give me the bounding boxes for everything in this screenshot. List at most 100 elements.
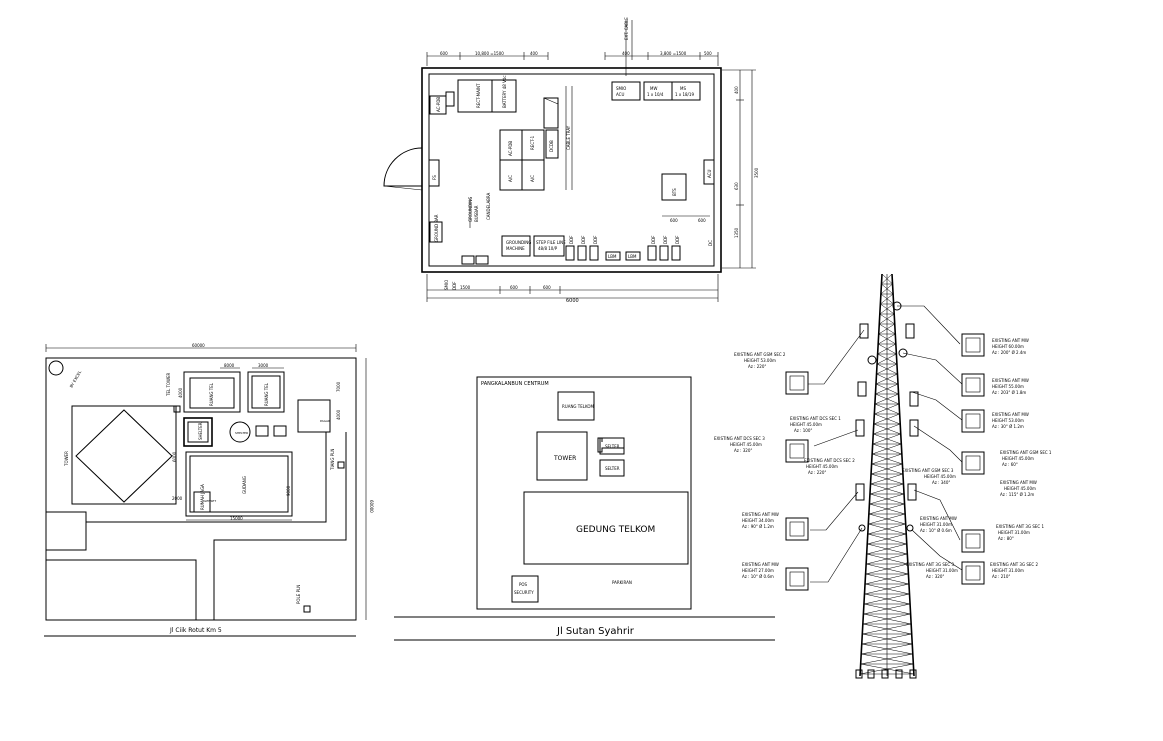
svg-text:EXISTING ANT GSM SEC 1: EXISTING ANT GSM SEC 1 xyxy=(1000,450,1052,455)
acu-top-label: ACU xyxy=(616,92,624,97)
dim-3000: 3000 xyxy=(258,363,269,368)
gudang-label: GUDANG xyxy=(242,476,247,494)
layout-tower-block xyxy=(536,431,588,481)
ant-label-right-8: EXISTING ANT 3G SEC 1 HEIGHT 31.00m Az :… xyxy=(996,524,1044,541)
dim-top-left-2: 10,800 =1500 xyxy=(475,51,504,56)
svg-text:Az : 210°: Az : 210° xyxy=(992,574,1010,579)
ant-label-right-10: EXISTING ANT 3G SEC 2 HEIGHT 31.00m Az :… xyxy=(990,562,1038,579)
ruang-tel-1 xyxy=(189,377,235,409)
site-width-dim: 60000 xyxy=(192,343,205,348)
ac-pdb-2-label: AC-PDB xyxy=(508,141,513,156)
dim-8000: 8000 xyxy=(224,363,235,368)
svg-text:HEIGHT 45.00m: HEIGHT 45.00m xyxy=(730,442,762,447)
rack-label-2: DDF xyxy=(581,235,586,244)
dim-top-left-3: 400 xyxy=(530,51,538,56)
svg-text:GROUNDING: GROUNDING xyxy=(506,240,531,245)
top-label-1: SMIO xyxy=(616,86,626,91)
svg-text:EXISTING ANT DCS SEC 3: EXISTING ANT DCS SEC 3 xyxy=(714,436,765,441)
svg-text:600: 600 xyxy=(670,218,678,223)
rack-label-5: DDF xyxy=(663,235,668,244)
selter-1-label: SELTER xyxy=(605,444,620,449)
tiang-pln-label: TIANG PLN xyxy=(330,449,335,471)
svg-text:Az : 10° Ø 0.6m: Az : 10° Ø 0.6m xyxy=(742,574,774,579)
ant-label-right-2: EXISTING ANT MW HEIGHT 55.00m Az : 203° … xyxy=(992,378,1029,395)
site-plan: 60000 60000 Jl Ciik Rotut Km 5 TOWER BY … xyxy=(44,343,374,637)
dim-bottom-3: 600 xyxy=(543,285,551,290)
site-road-label: Jl Ciik Rotut Km 5 xyxy=(169,627,222,634)
shelter-label-2: SHELTER xyxy=(235,431,248,435)
battery-block xyxy=(491,79,517,113)
svg-text:Az : 90° Ø 1.2m: Az : 90° Ø 1.2m xyxy=(742,524,774,529)
svg-text:Az : 10° Ø 0.6m: Az : 10° Ø 0.6m xyxy=(920,528,952,533)
svg-text:HEIGHT 60.00m: HEIGHT 60.00m xyxy=(992,344,1024,349)
selter-2-label: SELTER xyxy=(605,466,620,471)
ant-label-left-3: EXISTING ANT DCS SEC 3 HEIGHT 45.00m Az … xyxy=(714,436,765,453)
parkir-label: PARKIRAN xyxy=(612,580,632,585)
rack-label-6: DDF xyxy=(675,235,680,244)
svg-text:Az : 80°: Az : 80° xyxy=(998,536,1014,541)
ddf-bottom-label: DDF xyxy=(452,281,457,290)
ms-bottom-label: SMIO xyxy=(444,280,449,290)
pos-security-block xyxy=(511,575,539,603)
dim-right-2: 630 xyxy=(734,182,739,190)
ant-label-left-1: EXISTING ANT GSM SEC 2 HEIGHT 53.00m Az … xyxy=(734,352,786,369)
rack-label-1: DDF xyxy=(569,235,574,244)
layout-title: PANGKALANBUN CENTRUM xyxy=(481,381,549,387)
lbm-2: LBM xyxy=(628,254,637,259)
dim-top-left-1: 600 xyxy=(440,51,448,56)
ac2-label: A/C xyxy=(530,175,535,182)
svg-text:EXISTING ANT DCS SEC 2: EXISTING ANT DCS SEC 2 xyxy=(804,458,855,463)
svg-text:EXISTING ANT GSM SEC 2: EXISTING ANT GSM SEC 2 xyxy=(734,352,786,357)
svg-text:HEIGHT 31.00m: HEIGHT 31.00m xyxy=(920,522,952,527)
pagar-label: PAGAR xyxy=(320,419,330,423)
svg-text:EXISTING ANT MW: EXISTING ANT MW xyxy=(1000,480,1037,485)
gedung-telkom-label: GEDUNG TELKOM xyxy=(576,525,655,535)
ant-label-left-4: EXISTING ANT DCS SEC 2 HEIGHT 45.00m Az … xyxy=(804,458,855,475)
ant-label-right-6: EXISTING ANT MW HEIGHT 45.00m Az : 115° … xyxy=(1000,480,1037,497)
shelter-room-plan: 600 10,800 =1500 400 400 3,800 =1500 500… xyxy=(383,17,759,304)
dim-right-1: 400 xyxy=(734,86,739,94)
site-boundary xyxy=(45,357,357,621)
step-file-block xyxy=(533,235,565,257)
dim-top-right-3: 500 xyxy=(704,51,712,56)
ant-label-right-3: EXISTING ANT MW HEIGHT 53.00m Az : 30° Ø… xyxy=(992,412,1029,429)
dim-2000: 2000 xyxy=(172,496,183,501)
ms-label: MS xyxy=(680,86,686,91)
svg-text:HEIGHT 45.00m: HEIGHT 45.00m xyxy=(790,422,822,427)
genset-block xyxy=(45,511,87,551)
svg-text:EXISTING ANT 3G SEC 3: EXISTING ANT 3G SEC 3 xyxy=(906,562,954,567)
pagar-dim: 4000 xyxy=(336,409,341,420)
dc-label: DC xyxy=(708,240,713,246)
ant-label-right-7: EXISTING ANT MW HEIGHT 31.00m Az : 10° Ø… xyxy=(920,516,957,533)
svg-text:HEIGHT 45.00m: HEIGHT 45.00m xyxy=(806,464,838,469)
ant-label-left-6: EXISTING ANT MW HEIGHT 27.00m Az : 10° Ø… xyxy=(742,562,779,579)
dim-bottom-1: 1500 xyxy=(460,285,471,290)
gudang-block xyxy=(189,455,289,513)
rumah-jaga-label: RUMAH JAGA xyxy=(200,484,205,510)
svg-text:HEIGHT 53.00m: HEIGHT 53.00m xyxy=(744,358,776,363)
grounding-busbar-label: BUSBAR xyxy=(474,205,479,222)
svg-text:EXISTING ANT GSM SEC 3: EXISTING ANT GSM SEC 3 xyxy=(902,468,954,473)
mw-line2: 1 x 18/19 xyxy=(675,92,694,97)
svg-text:Az : 220°: Az : 220° xyxy=(748,364,766,369)
ac1-label: A/C xyxy=(508,175,513,182)
candelabra-label: CANDELABRA xyxy=(486,192,491,220)
svg-text:HEIGHT 31.00m: HEIGHT 31.00m xyxy=(926,568,958,573)
svg-text:HEIGHT 55.00m: HEIGHT 55.00m xyxy=(992,384,1024,389)
svg-text:600: 600 xyxy=(698,218,706,223)
ruang-telkom-label: RUANG TELKOM xyxy=(562,404,595,409)
tower-footprint xyxy=(71,405,177,505)
svg-text:EXISTING ANT 3G SEC 1: EXISTING ANT 3G SEC 1 xyxy=(996,524,1044,529)
svg-text:Az : 200° Ø 2.4m: Az : 200° Ø 2.4m xyxy=(992,350,1026,355)
ant-label-right-5: EXISTING ANT GSM SEC 3 HEIGHT 45.00m Az … xyxy=(902,468,956,485)
svg-text:Az : 30° Ø 1.2m: Az : 30° Ø 1.2m xyxy=(992,424,1024,429)
dim-bottom-2: 600 xyxy=(510,285,518,290)
svg-text:Az : 340°: Az : 340° xyxy=(932,480,950,485)
gedung-telkom-block xyxy=(523,491,689,565)
dim-top-right-2: 3,800 =1500 xyxy=(660,51,687,56)
selter-2-block xyxy=(599,459,625,477)
svg-text:EXISTING ANT MW: EXISTING ANT MW xyxy=(992,412,1029,417)
dim-overall-height: 3500 xyxy=(754,167,759,178)
ant-label-right-4: EXISTING ANT GSM SEC 1 HEIGHT 45.00m Az … xyxy=(1000,450,1052,467)
